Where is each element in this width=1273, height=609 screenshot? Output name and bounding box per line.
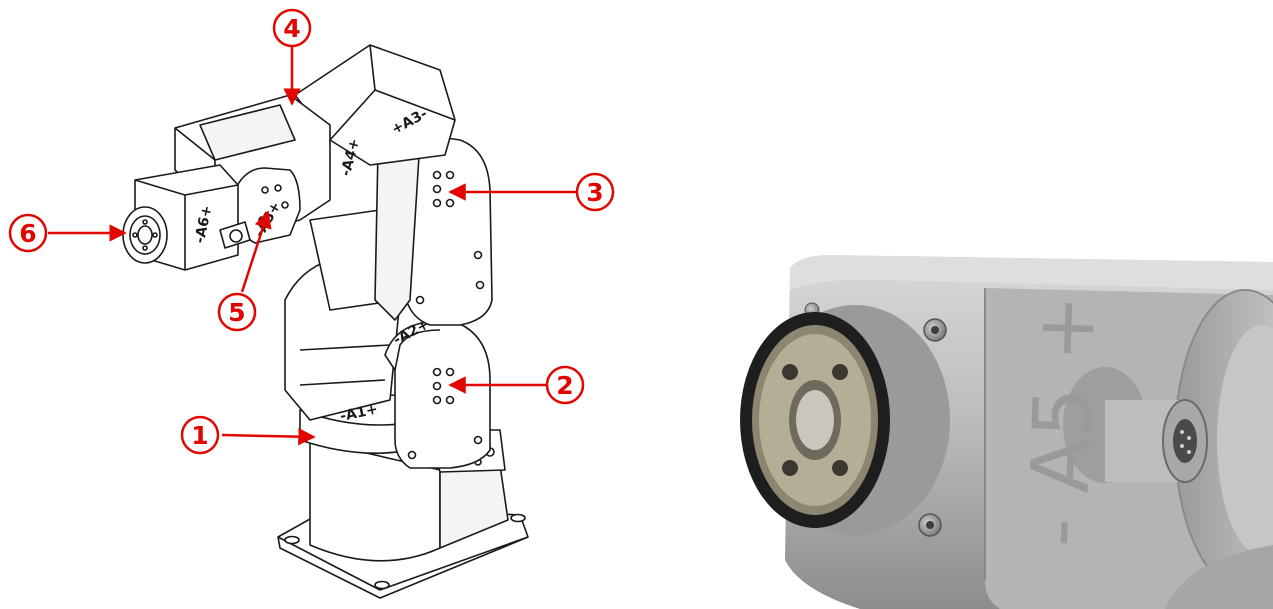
callouts <box>8 8 615 455</box>
joint-a6-flange <box>122 206 168 264</box>
callout-arrow-5 <box>240 210 272 293</box>
callout-label-6: 6 <box>19 219 36 248</box>
callout-label-3: 3 <box>586 178 603 207</box>
callout-labels: 1 2 3 4 5 6 <box>19 14 603 450</box>
robot-arm-drawing <box>122 44 529 599</box>
joint-a2-housing <box>384 321 491 469</box>
callout-label-4: 4 <box>283 14 300 43</box>
callout-circle-4 <box>272 8 312 48</box>
callout-circle-5 <box>217 292 257 332</box>
callout-label-5: 5 <box>228 298 245 327</box>
axis-marking-a6: -A6+ <box>192 204 216 245</box>
callout-label-1: 1 <box>191 421 208 450</box>
joint-a3-a4-housing <box>294 44 456 166</box>
axis-marking-a1: -A1+ <box>339 401 380 425</box>
callout-circle-2 <box>545 365 585 405</box>
wrist-photo: - A5 + <box>740 255 1273 609</box>
upper-arm <box>374 136 493 326</box>
callout-arrow-1 <box>221 427 316 446</box>
engraving-a5: - A5 + <box>1012 293 1114 548</box>
callout-circle-1 <box>180 415 220 455</box>
callout-circle-3 <box>575 172 615 212</box>
callout-circle-6 <box>8 213 48 253</box>
callout-label-2: 2 <box>556 371 573 400</box>
